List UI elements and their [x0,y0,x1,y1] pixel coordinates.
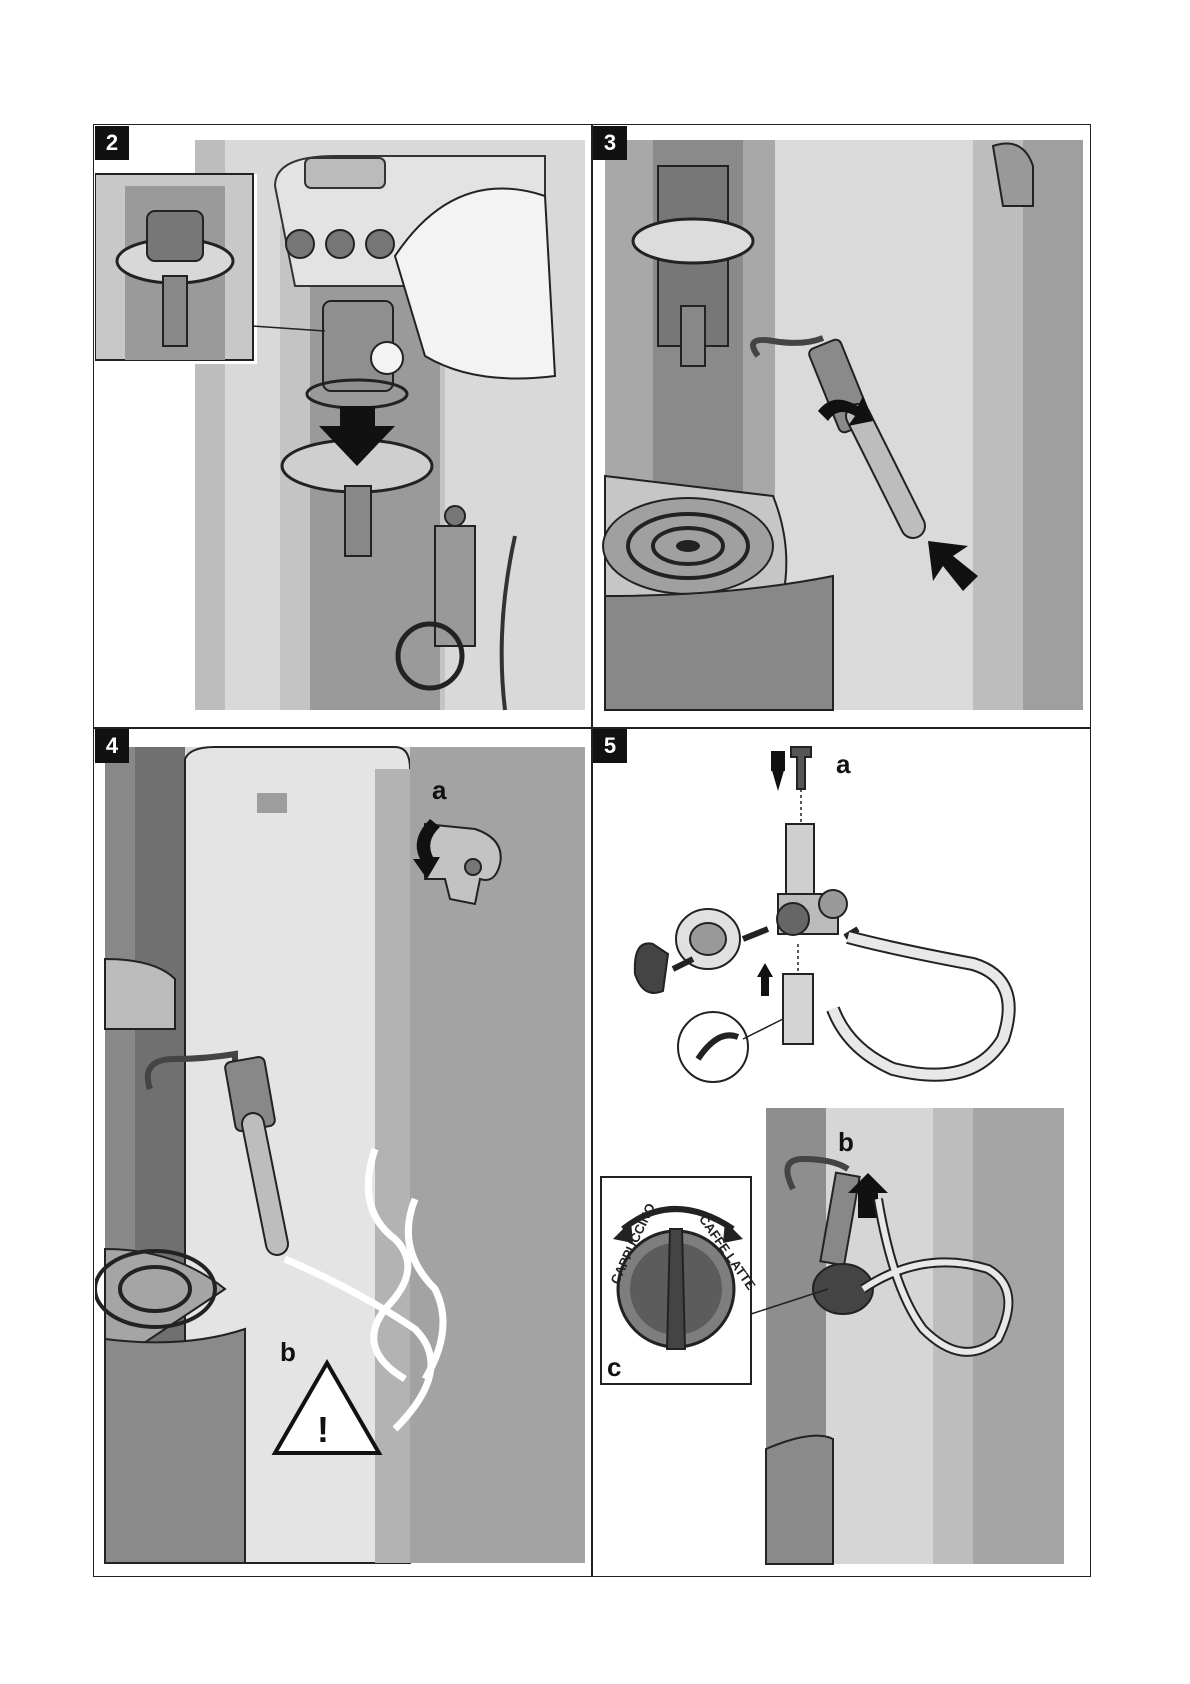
step-number-5: 5 [593,729,627,763]
label-a: a [836,749,850,780]
panel-2-illustration [95,126,590,726]
panel-3: 3 [593,126,1089,726]
panel-5: CAPPUCCINO CAFFE LATTE 5 a b c [593,729,1089,1575]
label-c: c [607,1352,621,1383]
panel-4: 4 a b ! [95,729,590,1575]
label-b: b [838,1127,854,1158]
label-b: b [280,1337,296,1368]
panel-2: 2 [95,126,590,726]
step-number-2: 2 [95,126,129,160]
panel-3-illustration [593,126,1089,726]
panel-4-illustration [95,729,590,1575]
label-a: a [432,775,446,806]
step-number-4: 4 [95,729,129,763]
step-number-3: 3 [593,126,627,160]
warning-exclamation: ! [317,1409,329,1451]
